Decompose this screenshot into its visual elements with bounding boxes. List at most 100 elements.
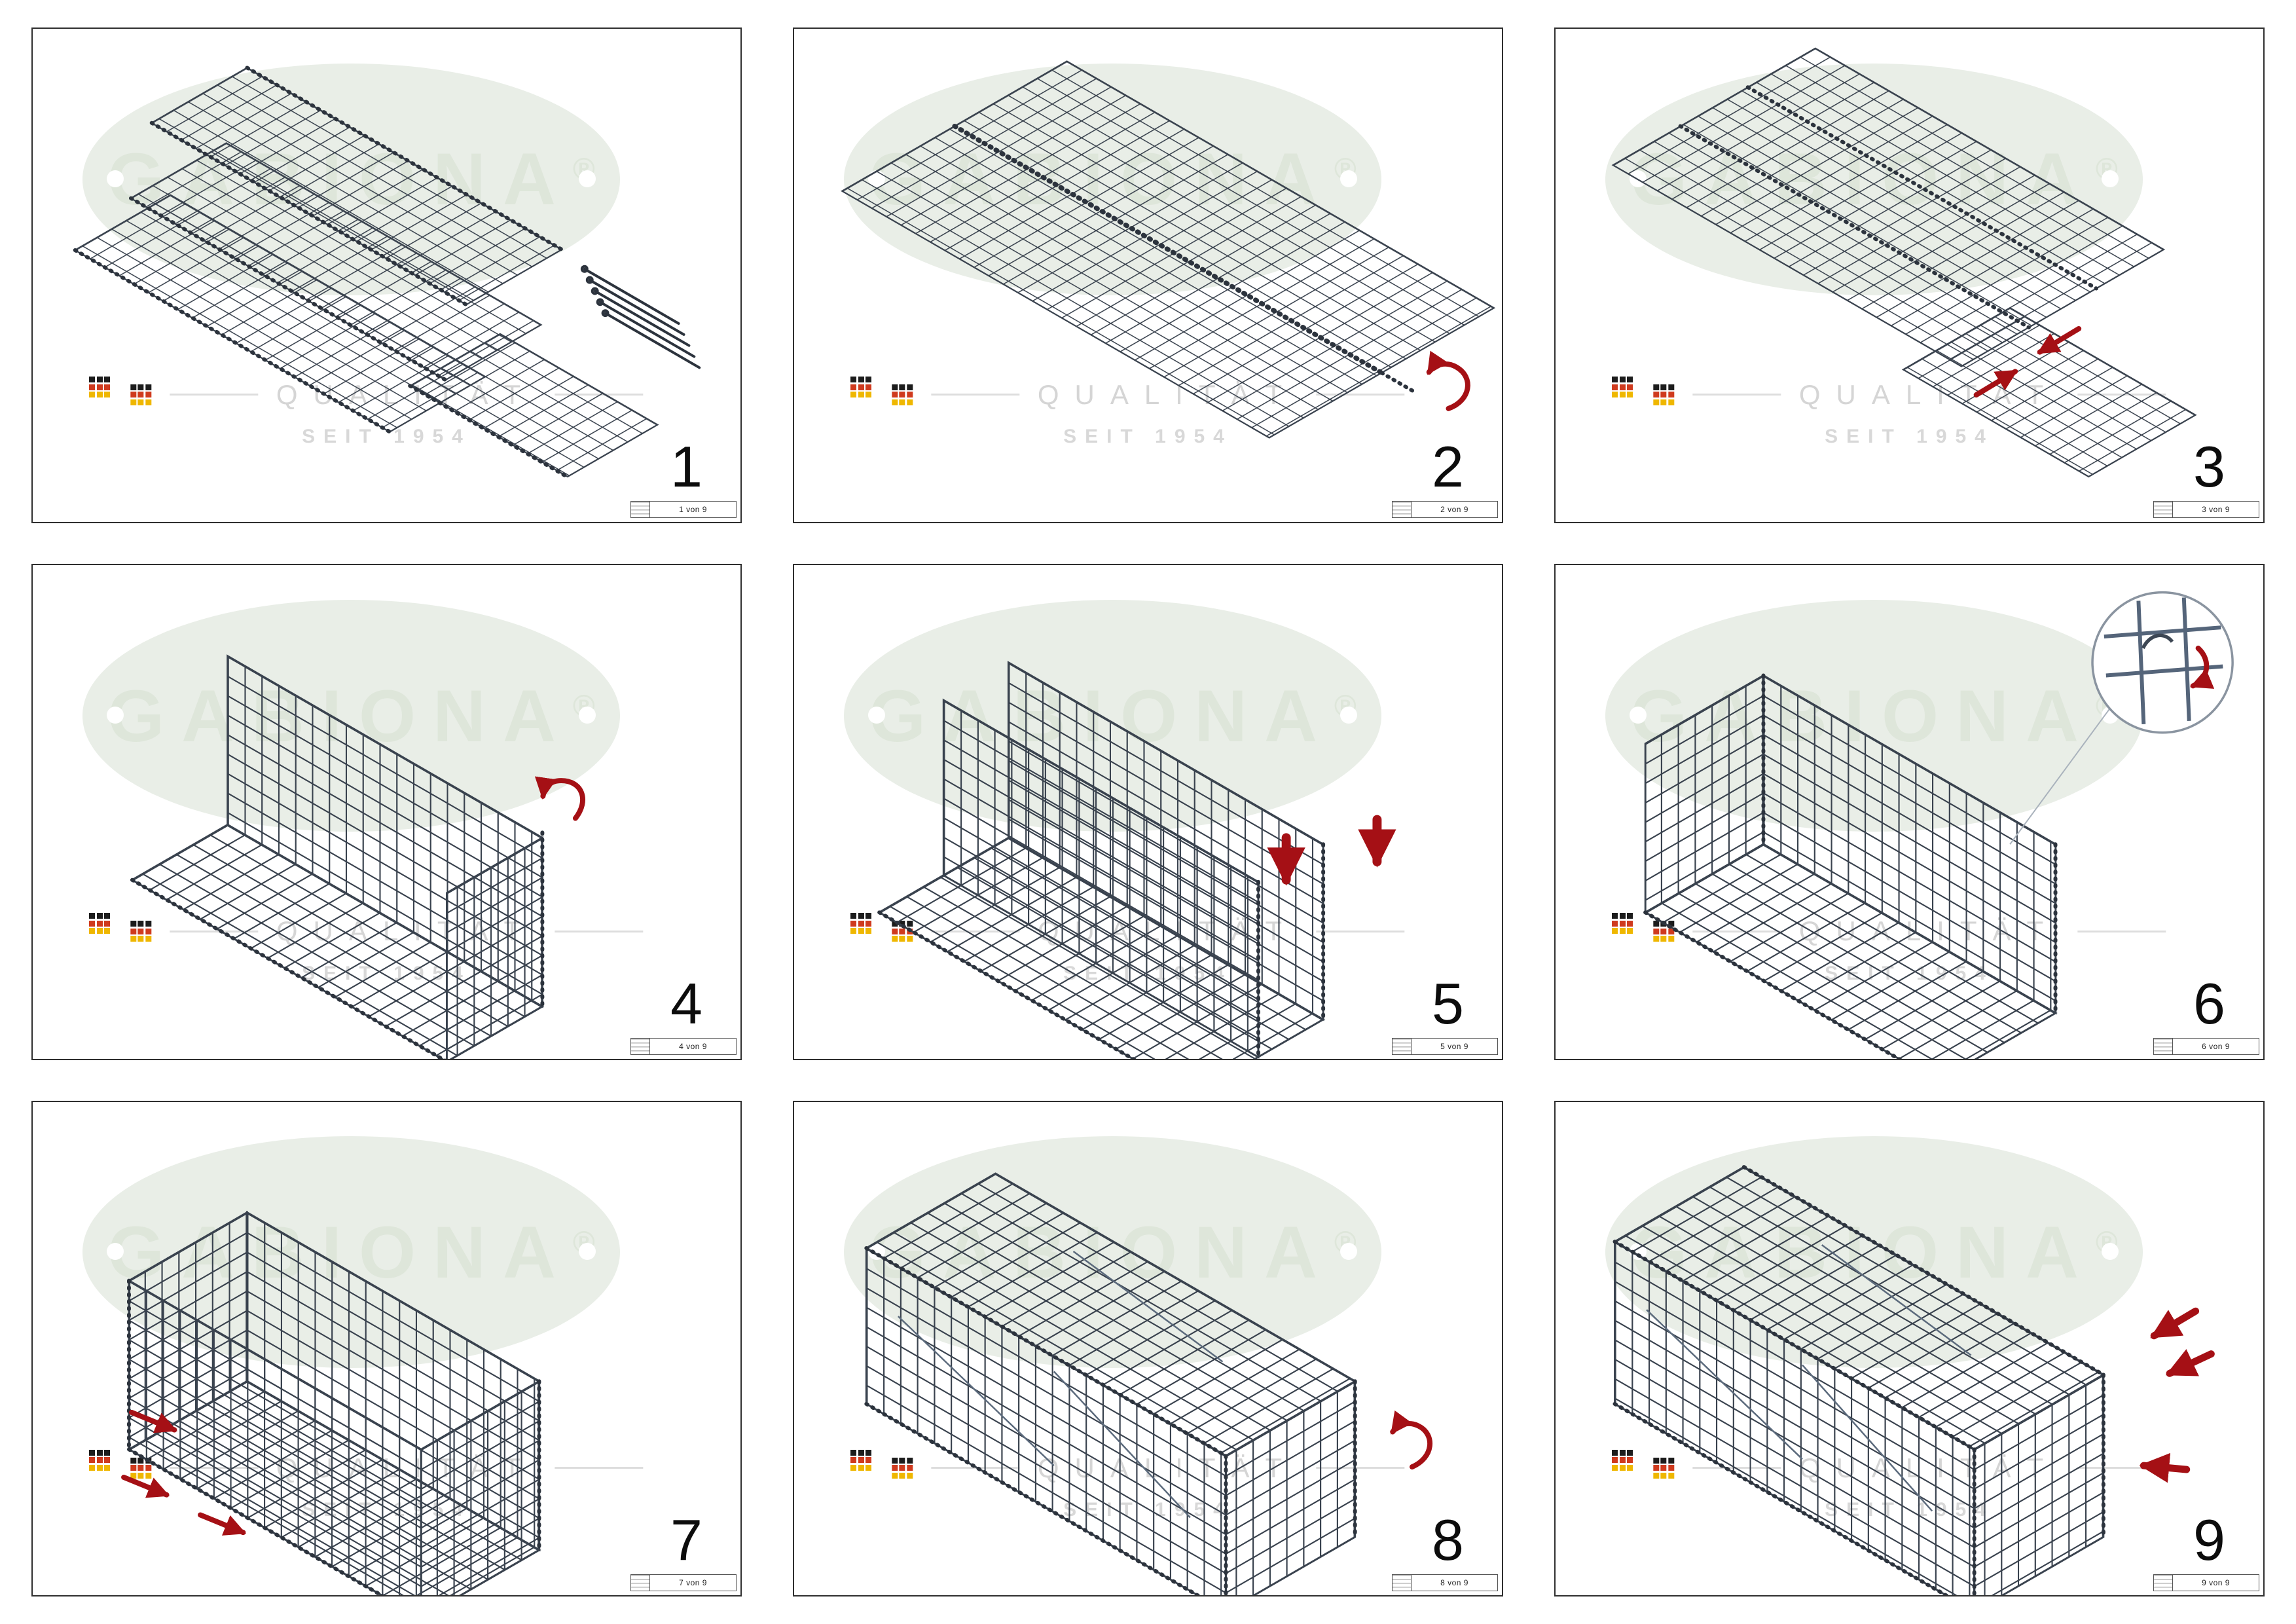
flat-mesh-sheets (73, 67, 659, 478)
title-block: 2 von 9 (1392, 501, 1498, 519)
title-block: 4 von 9 (630, 1037, 737, 1055)
title-block-cells (2154, 1574, 2173, 1591)
ellipse-dot-icon (1340, 706, 1358, 724)
brand-flag-icon (1612, 913, 1633, 934)
rule-line (930, 1467, 1019, 1469)
step-3-drawing (1611, 47, 2197, 478)
title-block: 6 von 9 (2153, 1037, 2259, 1055)
detail-inset-circle (2091, 591, 2234, 734)
step-5-drawing (877, 661, 1396, 1059)
sheet-caption: 3 von 9 (2202, 505, 2230, 515)
mesh-assembly (877, 661, 1326, 1059)
brand-flag-icon (89, 1449, 111, 1471)
ellipse-dot-icon (1629, 706, 1647, 724)
red-turn-arrow-icon (534, 776, 585, 821)
step-panel-8: GABIONA® QUALITÄT SEIT 1954 (793, 1100, 1503, 1596)
ellipse-dot-icon (2102, 170, 2119, 187)
ellipse-dot-icon (579, 706, 596, 724)
step-number: 7 (670, 1507, 702, 1572)
detail-leader-line (2009, 706, 2112, 845)
title-block-cells (1393, 1038, 1412, 1054)
mesh-assembly (130, 654, 545, 1059)
cross-braces (1646, 1244, 1972, 1511)
title-block: 3 von 9 (2153, 501, 2259, 519)
sheet-caption: 7 von 9 (679, 1578, 707, 1587)
spiral-joiners (1643, 673, 2058, 1059)
title-block: 9 von 9 (2153, 1574, 2259, 1591)
brand-flag-icon (89, 377, 111, 398)
brand-flag-icon (1612, 1449, 1633, 1471)
brand-flag-icon (130, 384, 151, 405)
title-block-cells (2154, 1038, 2173, 1054)
ellipse-dot-icon (867, 706, 885, 724)
spiral-joiner (952, 123, 1385, 376)
brand-flag-icon (89, 913, 111, 934)
sheet-caption: 5 von 9 (1440, 1041, 1468, 1051)
ellipse-dot-icon (2102, 1243, 2119, 1261)
title-block: 7 von 9 (630, 1574, 737, 1591)
step-7-drawing (121, 1210, 541, 1595)
ellipse-dot-icon (106, 170, 124, 187)
step-panel-6: GABIONA® QUALITÄT SEIT 1954 (1554, 564, 2265, 1060)
step-number: 1 (670, 434, 702, 500)
step-4-drawing (130, 654, 585, 1059)
step-2-drawing (841, 60, 1496, 439)
ellipse-dot-icon (106, 706, 124, 724)
brand-flag-icon (891, 1457, 913, 1479)
step-8-drawing (864, 1172, 1433, 1595)
watermark-year-line: SEIT 1954 (1063, 426, 1233, 448)
brand-flag-icon (130, 921, 151, 942)
cross-braces (898, 1250, 1224, 1518)
detail-inset (2091, 591, 2234, 734)
sheet-caption: 6 von 9 (2202, 1041, 2230, 1051)
spiral-joiners (864, 1246, 1357, 1595)
step-panel-2: GABIONA® QUALITÄT SEIT 1954 2 2 von 9 (793, 28, 1503, 524)
title-block-cells (1393, 1574, 1412, 1591)
sheet-caption: 1 von 9 (679, 505, 707, 515)
step-panel-9: GABIONA® QUALITÄT SEIT 1954 (1554, 1100, 2265, 1596)
sheet-caption: 2 von 9 (1440, 505, 1468, 515)
rule-line (1316, 1467, 1405, 1469)
red-turn-arrow-icon (1390, 1410, 1433, 1469)
rule-line (169, 394, 258, 396)
title-block: 1 von 9 (630, 501, 737, 519)
spiral-joiners (127, 1278, 541, 1595)
spiral-joiners (877, 842, 1326, 1059)
ellipse-dot-icon (1340, 170, 1358, 187)
rule-line (2077, 930, 2166, 932)
mesh-cross-layout (1611, 47, 2197, 478)
step-panel-1: GABIONA® QUALITÄT SEIT 1954 (31, 28, 742, 524)
step-number: 8 (1432, 1507, 1464, 1572)
step-panel-4: GABIONA® QUALITÄT SEIT 1954 4 4 v (31, 564, 742, 1060)
ellipse-dot-icon (579, 1243, 596, 1261)
step-9-drawing (1613, 1164, 2215, 1595)
brand-flag-icon (1652, 384, 1674, 405)
step-number: 9 (2193, 1507, 2225, 1572)
gabion-box (864, 1172, 1357, 1595)
sheet-caption: 8 von 9 (1440, 1578, 1468, 1587)
red-turn-arrow-icon (2190, 646, 2215, 690)
step-6-drawing (1643, 591, 2234, 1059)
gabion-box (1613, 1166, 2106, 1595)
rule-line (1316, 394, 1405, 396)
rule-line (1316, 930, 1405, 932)
title-block: 5 von 9 (1392, 1037, 1498, 1055)
brand-flag-icon (1652, 1457, 1674, 1479)
mesh-assembly (127, 1210, 541, 1595)
step-number: 5 (1432, 970, 1464, 1036)
step-panel-3: GABIONA® QUALITÄT SEIT 1954 3 (1554, 28, 2265, 524)
spiral-joiners (1678, 85, 2098, 329)
brand-flag-icon (891, 384, 913, 405)
sheet-caption: 4 von 9 (679, 1041, 707, 1051)
brand-flag-icon (850, 913, 872, 934)
brand-flag-icon (1612, 377, 1633, 398)
spiral-edges (73, 65, 570, 479)
watermark-year-line: SEIT 1954 (1825, 426, 1994, 448)
step-number: 3 (2193, 434, 2225, 500)
spiral-joiners (130, 830, 545, 1059)
ellipse-dot-icon (579, 170, 596, 187)
title-block-cells (631, 1038, 650, 1054)
step-number: 2 (1432, 434, 1464, 500)
rule-line (555, 1467, 644, 1469)
